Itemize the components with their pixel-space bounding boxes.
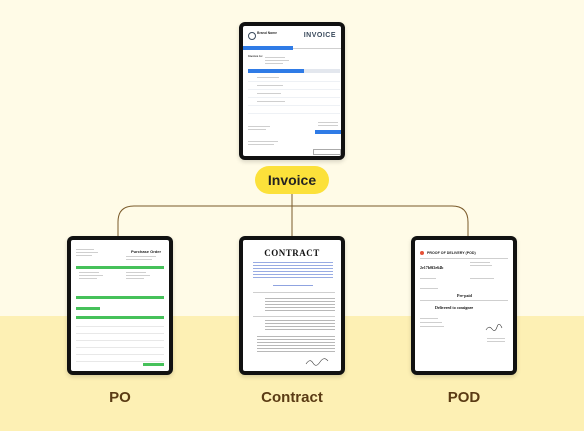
invoice-table-header-rest — [304, 69, 340, 73]
po-ship-3 — [126, 278, 144, 279]
pod-field-4 — [470, 278, 494, 279]
invoice-header-rule — [293, 48, 341, 49]
pod-section-rule — [420, 300, 508, 301]
invoice-document: Brand Name INVOICE Invoice to: — [243, 26, 341, 156]
po-vendor-2 — [79, 275, 103, 276]
invoice-brand: Brand Name — [257, 31, 277, 35]
po-from-2 — [76, 252, 98, 253]
pod-logo-icon — [420, 251, 424, 255]
invoice-terms-1 — [248, 141, 278, 142]
pod-signature-icon — [485, 324, 503, 331]
po-from-1 — [76, 249, 94, 250]
po-meta-1 — [126, 256, 156, 257]
caption-contract: Contract — [261, 389, 323, 406]
brand-logo-icon — [248, 32, 256, 40]
invoice-table-body — [248, 74, 340, 116]
pod-recipient-1 — [420, 318, 438, 319]
pod-document: PROOF OF DELIVERY (POD) 2e17b0f2e64b Pre… — [415, 240, 513, 371]
po-ship-2 — [126, 275, 150, 276]
po-vendor-bar — [76, 266, 164, 269]
invoice-pill: Invoice — [255, 166, 329, 194]
pod-status: Delivered to consignee — [435, 305, 474, 310]
pod-id: 2e17b0f2e64b — [420, 265, 444, 270]
invoice-addr-3 — [265, 63, 283, 64]
invoice-payment-2 — [248, 129, 266, 130]
pod-recipient-2 — [420, 322, 442, 323]
caption-po: PO — [109, 389, 131, 406]
pod-field-3 — [420, 278, 436, 279]
invoice-tablet: Brand Name INVOICE Invoice to: — [239, 22, 345, 160]
invoice-payment-1 — [248, 126, 270, 127]
pod-date-1 — [487, 338, 505, 339]
po-document: Purchase Order — [71, 240, 169, 371]
po-title: Purchase Order — [130, 249, 161, 254]
contract-rule-2 — [253, 316, 335, 317]
contract-intro-block — [253, 262, 333, 280]
invoice-title: INVOICE — [303, 32, 336, 39]
po-ship-1 — [126, 272, 146, 273]
po-items-label-bar — [76, 307, 100, 310]
po-meta-2 — [126, 259, 152, 260]
po-tablet: Purchase Order — [67, 236, 173, 375]
pod-field-1 — [470, 262, 490, 263]
invoice-total-bar — [315, 130, 341, 134]
invoice-table-header — [248, 69, 304, 73]
pod-date-2 — [487, 341, 505, 342]
po-items-body — [76, 320, 164, 362]
invoice-addr-1 — [265, 57, 285, 58]
po-from-3 — [76, 255, 92, 256]
invoice-row-1 — [257, 77, 279, 78]
pod-field-5 — [420, 288, 438, 289]
invoice-row-4 — [257, 101, 285, 102]
pod-header-rule — [420, 258, 508, 259]
invoice-addr-2 — [265, 60, 289, 61]
contract-centered-line — [273, 285, 313, 286]
invoice-total-line-1 — [318, 122, 338, 123]
po-vendor-3 — [79, 278, 97, 279]
invoice-row-2 — [257, 85, 283, 86]
contract-tablet: CONTRACT — [239, 236, 345, 375]
pod-title: PROOF OF DELIVERY (POD) — [427, 251, 476, 255]
invoice-total-line-2 — [318, 125, 338, 126]
pod-field-2 — [470, 265, 492, 266]
invoice-terms-2 — [248, 144, 274, 145]
contract-title: CONTRACT — [264, 248, 320, 258]
pod-tablet: PROOF OF DELIVERY (POD) 2e17b0f2e64b Pre… — [411, 236, 517, 375]
contract-document: CONTRACT — [243, 240, 341, 371]
pod-recipient-3 — [420, 326, 444, 327]
invoice-row-3 — [257, 93, 281, 94]
po-vendor-1 — [79, 272, 99, 273]
contract-rule-1 — [253, 292, 335, 293]
contract-clause-block-1 — [265, 298, 335, 312]
contract-clause-block-3 — [257, 336, 335, 354]
invoice-to-label: Invoice to: — [248, 54, 264, 58]
contract-clause-block-2 — [265, 320, 335, 332]
caption-pod: POD — [447, 389, 481, 406]
invoice-signature-box — [313, 149, 341, 155]
po-shipping-bar — [76, 296, 164, 299]
po-items-header — [76, 316, 164, 319]
connector-branches — [117, 205, 469, 236]
po-total-bar — [143, 363, 164, 366]
pod-payment: Pre-paid — [457, 293, 472, 298]
invoice-header-bar — [243, 46, 293, 50]
contract-signature-icon — [305, 358, 329, 366]
